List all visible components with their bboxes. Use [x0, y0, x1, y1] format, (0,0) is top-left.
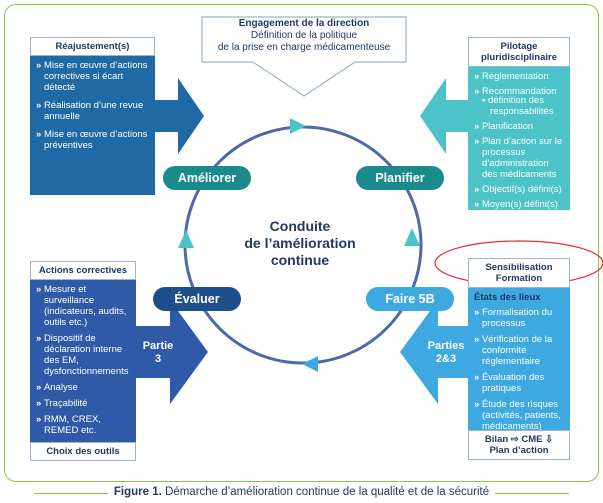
list-item: Traçabilité	[36, 398, 132, 409]
parties23-label: Parties 2&3	[424, 340, 468, 366]
engagement-line1: Définition de la politique	[250, 30, 358, 41]
list-item: Analyse	[36, 382, 132, 393]
list-item: Formalisation du processus	[474, 307, 566, 329]
pilotage-box: Pilotage pluridisciplinaire Réglementati…	[468, 37, 570, 210]
list-item: Mise en œuvre d’actions correctives si é…	[36, 60, 151, 93]
reajustement-title: Réajustement(s)	[30, 37, 155, 56]
caption-label: Figure 1.	[113, 486, 162, 498]
figure-caption: Figure 1. Démarche d’amélioration contin…	[0, 486, 603, 498]
sensibilisation-title-line1: Sensibilisation	[485, 262, 553, 273]
actions-correctives-title: Actions correctives	[30, 261, 136, 280]
engagement-box: Engagement de la direction Définition de…	[204, 18, 404, 62]
list-item: Vérification de la conformité réglementa…	[474, 334, 566, 367]
engagement-line2: de la prise en charge médicamenteuse	[217, 42, 391, 53]
pilotage-title-line2: pluridisciplinaire	[480, 52, 558, 63]
top-arrow	[201, 16, 407, 97]
list-subitem: définition des responsabilités	[474, 95, 566, 117]
top-right-arrow	[420, 78, 468, 154]
bilan-footer-line2: Plan d’action	[489, 445, 549, 456]
reajustement-list: Mise en œuvre d’actions correctives si é…	[30, 56, 155, 160]
center-line2: de l’amélioration	[244, 235, 356, 251]
sensibilisation-box: Sensibilisation Formation États des lieu…	[468, 258, 570, 460]
pilotage-title-line1: Pilotage	[500, 41, 538, 52]
ameliorer-pill: Améliorer	[163, 166, 251, 190]
partie3-line2: 3	[154, 353, 162, 365]
partie3-line1: Partie	[142, 340, 174, 352]
list-item: RMM, CREX, REMED etc.	[36, 414, 132, 436]
pilotage-list: Réglementation Recommandation définition…	[468, 67, 570, 216]
outer-frame	[4, 4, 599, 482]
ring-arrow-right	[404, 228, 420, 246]
list-item: Mise en œuvre d’actions préventives	[36, 129, 151, 151]
evaluer-pill: Évaluer	[153, 287, 241, 311]
sensibilisation-title: Sensibilisation Formation	[468, 258, 570, 288]
center-line3: continue	[270, 252, 330, 268]
bilan-footer-line1: Bilan ⇨ CME ⇩	[484, 434, 554, 445]
list-item: Recommandation	[474, 86, 566, 97]
list-item: Dispositif de déclaration interne des EM…	[36, 333, 132, 377]
partie3-label: Partie 3	[138, 340, 178, 366]
list-item: Moyen(s) défini(s)	[474, 199, 566, 210]
ring-arrow-bottom	[302, 356, 318, 372]
parties23-line1: Parties	[427, 340, 465, 352]
list-item: Réglementation	[474, 71, 566, 82]
caption-text: Démarche d’amélioration continue de la q…	[165, 486, 490, 498]
engagement-title: Engagement de la direction	[238, 18, 370, 29]
list-item: Plan d’action sur le processus d’adminis…	[474, 136, 566, 180]
etats-list: Formalisation du processus Vérification …	[468, 303, 570, 439]
center-title: Conduite de l’amélioration continue	[230, 218, 370, 269]
bilan-footer: Bilan ⇨ CME ⇩ Plan d’action	[468, 430, 570, 460]
actions-correctives-list: Mesure et surveillance (indicateurs, aud…	[30, 280, 136, 443]
etats-des-lieux-subtitle: États des lieux	[474, 292, 541, 303]
actions-correctives-box: Actions correctives Mesure et surveillan…	[30, 261, 136, 461]
list-item: Réalisation d’une revue annuelle	[36, 100, 151, 122]
top-left-arrow	[155, 78, 204, 154]
bottom-left-arrow	[136, 300, 208, 404]
list-item: Évaluation des pratiques	[474, 372, 566, 394]
reajustement-box: Réajustement(s) Mise en œuvre d’actions …	[30, 37, 155, 195]
pilotage-title: Pilotage pluridisciplinaire	[468, 37, 570, 67]
list-item: Planification	[474, 121, 566, 132]
sensibilisation-title-line2: Formation	[495, 273, 543, 284]
list-item: Objectif(s) défini(s)	[474, 184, 566, 195]
ring-arrow-top	[290, 118, 306, 134]
list-item: Étude des risques (activités, patients, …	[474, 399, 566, 432]
faire-pill: Faire 5B	[366, 287, 454, 311]
choix-outils-footer: Choix des outils	[30, 442, 136, 461]
planifier-pill: Planifier	[356, 166, 444, 190]
center-line1: Conduite	[269, 218, 331, 234]
parties23-line2: 2&3	[435, 353, 457, 365]
ring-arrow-left	[178, 230, 194, 248]
list-item: Mesure et surveillance (indicateurs, aud…	[36, 284, 132, 328]
bottom-right-arrow	[400, 300, 468, 404]
